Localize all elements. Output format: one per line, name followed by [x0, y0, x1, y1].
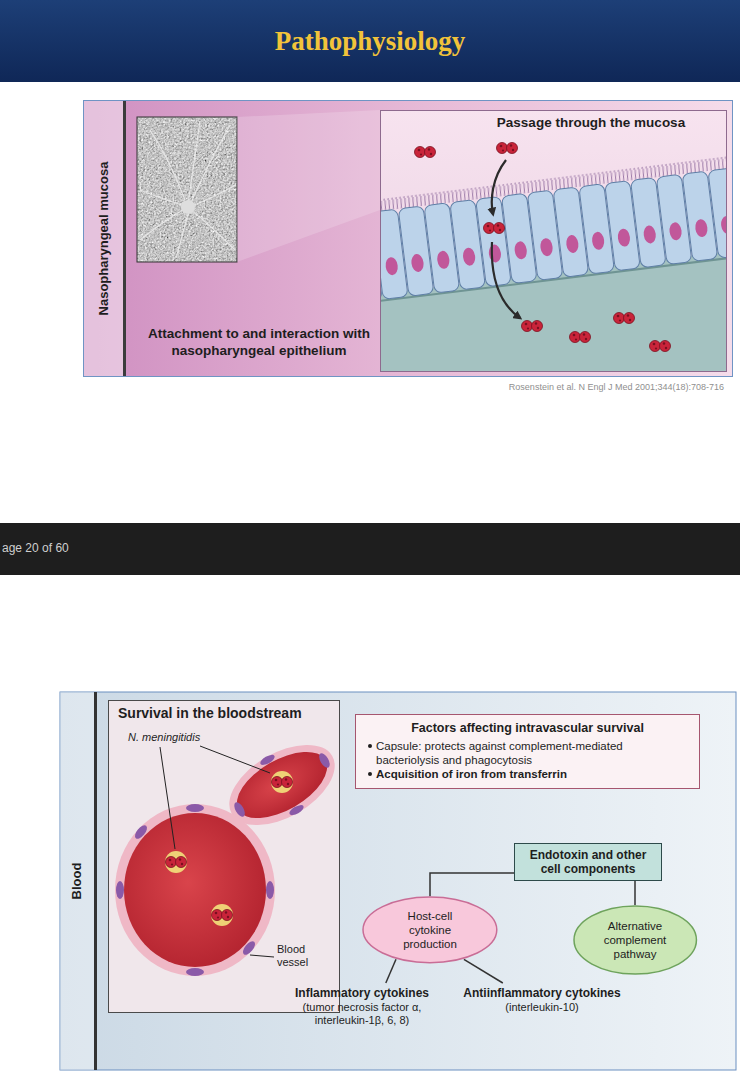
page-title: Pathophysiology [0, 0, 740, 82]
node-text: Attachment to and interaction with nasop… [132, 325, 386, 359]
ellipse-shape [363, 897, 497, 963]
connector [464, 959, 503, 983]
connector [634, 881, 636, 905]
node-body-text: Acquisition of iron from transferrin [366, 767, 689, 781]
connector [430, 873, 514, 896]
node-text: Antiinflammatory cytokines [449, 986, 635, 1001]
text-node: Antiinflammatory cytokines(interleukin-1… [449, 983, 635, 1014]
node-text: Passage through the mucosa [471, 114, 711, 131]
callout-label: Blood vessel [277, 943, 321, 969]
connector [386, 959, 396, 983]
callout-label: N. meningitidis [128, 731, 200, 743]
node-text: Alternative complement pathway [594, 919, 676, 961]
node-text: Blood [60, 692, 94, 1070]
node-body-text: Capsule: protects against complement-med… [366, 739, 689, 767]
node-text: Nasopharyngeal mucosa [84, 101, 123, 376]
page-number: age 20 of 60 [2, 541, 69, 555]
node-text: Inflammatory cytokines [284, 986, 440, 1001]
region-band: Nasopharyngeal mucosa [84, 101, 126, 376]
text-node: Inflammatory cytokines(tumor necrosis fa… [284, 983, 440, 1027]
region-band: Blood [60, 692, 97, 1070]
node-text: Host-cell cytokine production [385, 909, 475, 951]
node-body-text: (interleukin-10) [449, 1001, 635, 1014]
process-ellipse: Host-cell cytokine production [362, 896, 498, 964]
node-text: Survival in the bloodstream [118, 705, 302, 721]
node-text: Endotoxin and other cell components [521, 848, 655, 876]
citation: Rosenstein et al. N Engl J Med 2001;344(… [509, 382, 724, 392]
ellipse-shape [574, 906, 696, 974]
inset-panel: Passage through the mucosa [380, 110, 727, 372]
info-box: Factors affecting intravascular survival… [355, 714, 700, 789]
node-text: Factors affecting intravascular survival [366, 720, 689, 736]
mucosa-panel: Attachment to and interaction with nasop… [83, 100, 733, 377]
process-box: Endotoxin and other cell components [514, 843, 662, 881]
node-body-text: (tumor necrosis factor α, interleukin-1β… [284, 1001, 440, 1027]
process-ellipse: Alternative complement pathway [573, 905, 697, 975]
